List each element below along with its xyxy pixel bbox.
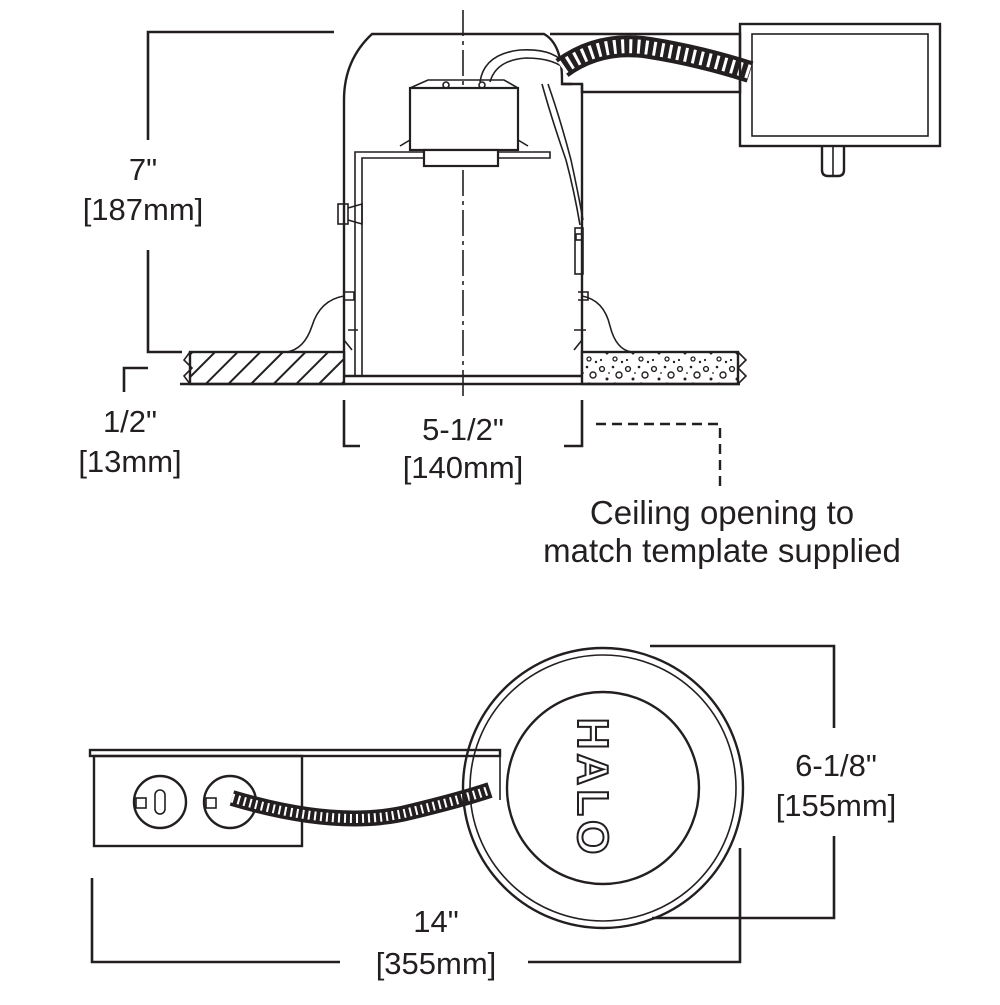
driver-block [399, 79, 529, 168]
ceiling-section [180, 350, 748, 386]
frame-plate [88, 748, 502, 800]
armored-cable [555, 35, 754, 83]
brand-logo: HALO [568, 718, 617, 859]
opening-metric: [140mm] [403, 450, 524, 485]
height-imperial: 7" [129, 152, 157, 187]
callout-line-1: Ceiling opening to [590, 494, 854, 531]
length-metric: [355mm] [376, 946, 497, 981]
opening-callout: Ceiling opening to match template suppli… [543, 422, 901, 569]
top-view: HALO 6-1/8" [155mm] 14" [355mm] [88, 644, 897, 981]
top-junction-box [92, 754, 304, 848]
length-imperial: 14" [413, 904, 459, 939]
junction-plate [550, 32, 742, 94]
top-armored-cable [229, 782, 493, 827]
height-dimension: 7" [187mm] [83, 30, 334, 354]
height-metric: [187mm] [83, 192, 204, 227]
diameter-metric: [155mm] [776, 788, 897, 823]
callout-line-2: match template supplied [543, 532, 901, 569]
mounting-clips [285, 202, 633, 353]
trim-ring [461, 646, 745, 930]
junction-box [738, 22, 942, 178]
internal-wires [479, 49, 584, 226]
diameter-dimension: 6-1/8" [155mm] [650, 644, 897, 920]
length-dimension: 14" [355mm] [90, 848, 742, 981]
diameter-imperial: 6-1/8" [795, 748, 877, 783]
thickness-imperial: 1/2" [103, 404, 157, 439]
opening-dimension: 5-1/2" [140mm] [342, 400, 584, 485]
opening-imperial: 5-1/2" [422, 412, 504, 447]
side-view: 7" [187mm] 1/2" [13mm] 5-1/2" [140mm] Ce… [78, 10, 942, 569]
thickness-metric: [13mm] [78, 444, 181, 479]
thickness-dimension: 1/2" [13mm] [78, 366, 182, 479]
housing-body [342, 32, 584, 376]
